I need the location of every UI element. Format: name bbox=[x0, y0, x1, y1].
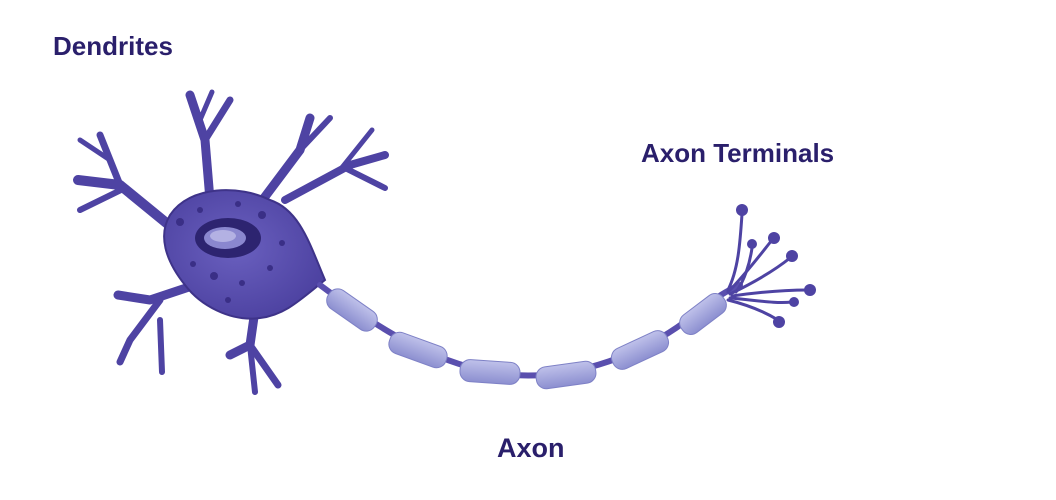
myelin-segment bbox=[535, 360, 597, 390]
terminal-bouton bbox=[768, 232, 780, 244]
dendrites-label: Dendrites bbox=[53, 31, 173, 61]
axon-label: Axon bbox=[497, 433, 565, 463]
axon-terminals-label: Axon Terminals bbox=[641, 138, 835, 168]
terminal-bouton bbox=[773, 316, 785, 328]
myelin-segment bbox=[388, 331, 448, 369]
myelin-sheath bbox=[326, 288, 727, 390]
synaptic-knobs bbox=[736, 204, 816, 328]
organelles bbox=[176, 201, 285, 303]
dendrites bbox=[73, 89, 389, 395]
myelin-segment bbox=[679, 293, 727, 335]
myelin-segment bbox=[326, 288, 378, 332]
myelin-segment bbox=[610, 330, 670, 370]
terminal-bouton bbox=[789, 297, 799, 307]
myelin-segment bbox=[459, 359, 521, 385]
axon-terminals bbox=[726, 212, 810, 322]
nucleolus-highlight bbox=[210, 230, 236, 242]
terminal-bouton bbox=[786, 250, 798, 262]
terminal-bouton bbox=[747, 239, 757, 249]
axon-core bbox=[317, 282, 743, 379]
terminal-bouton bbox=[736, 204, 748, 216]
terminal-bouton bbox=[804, 284, 816, 296]
